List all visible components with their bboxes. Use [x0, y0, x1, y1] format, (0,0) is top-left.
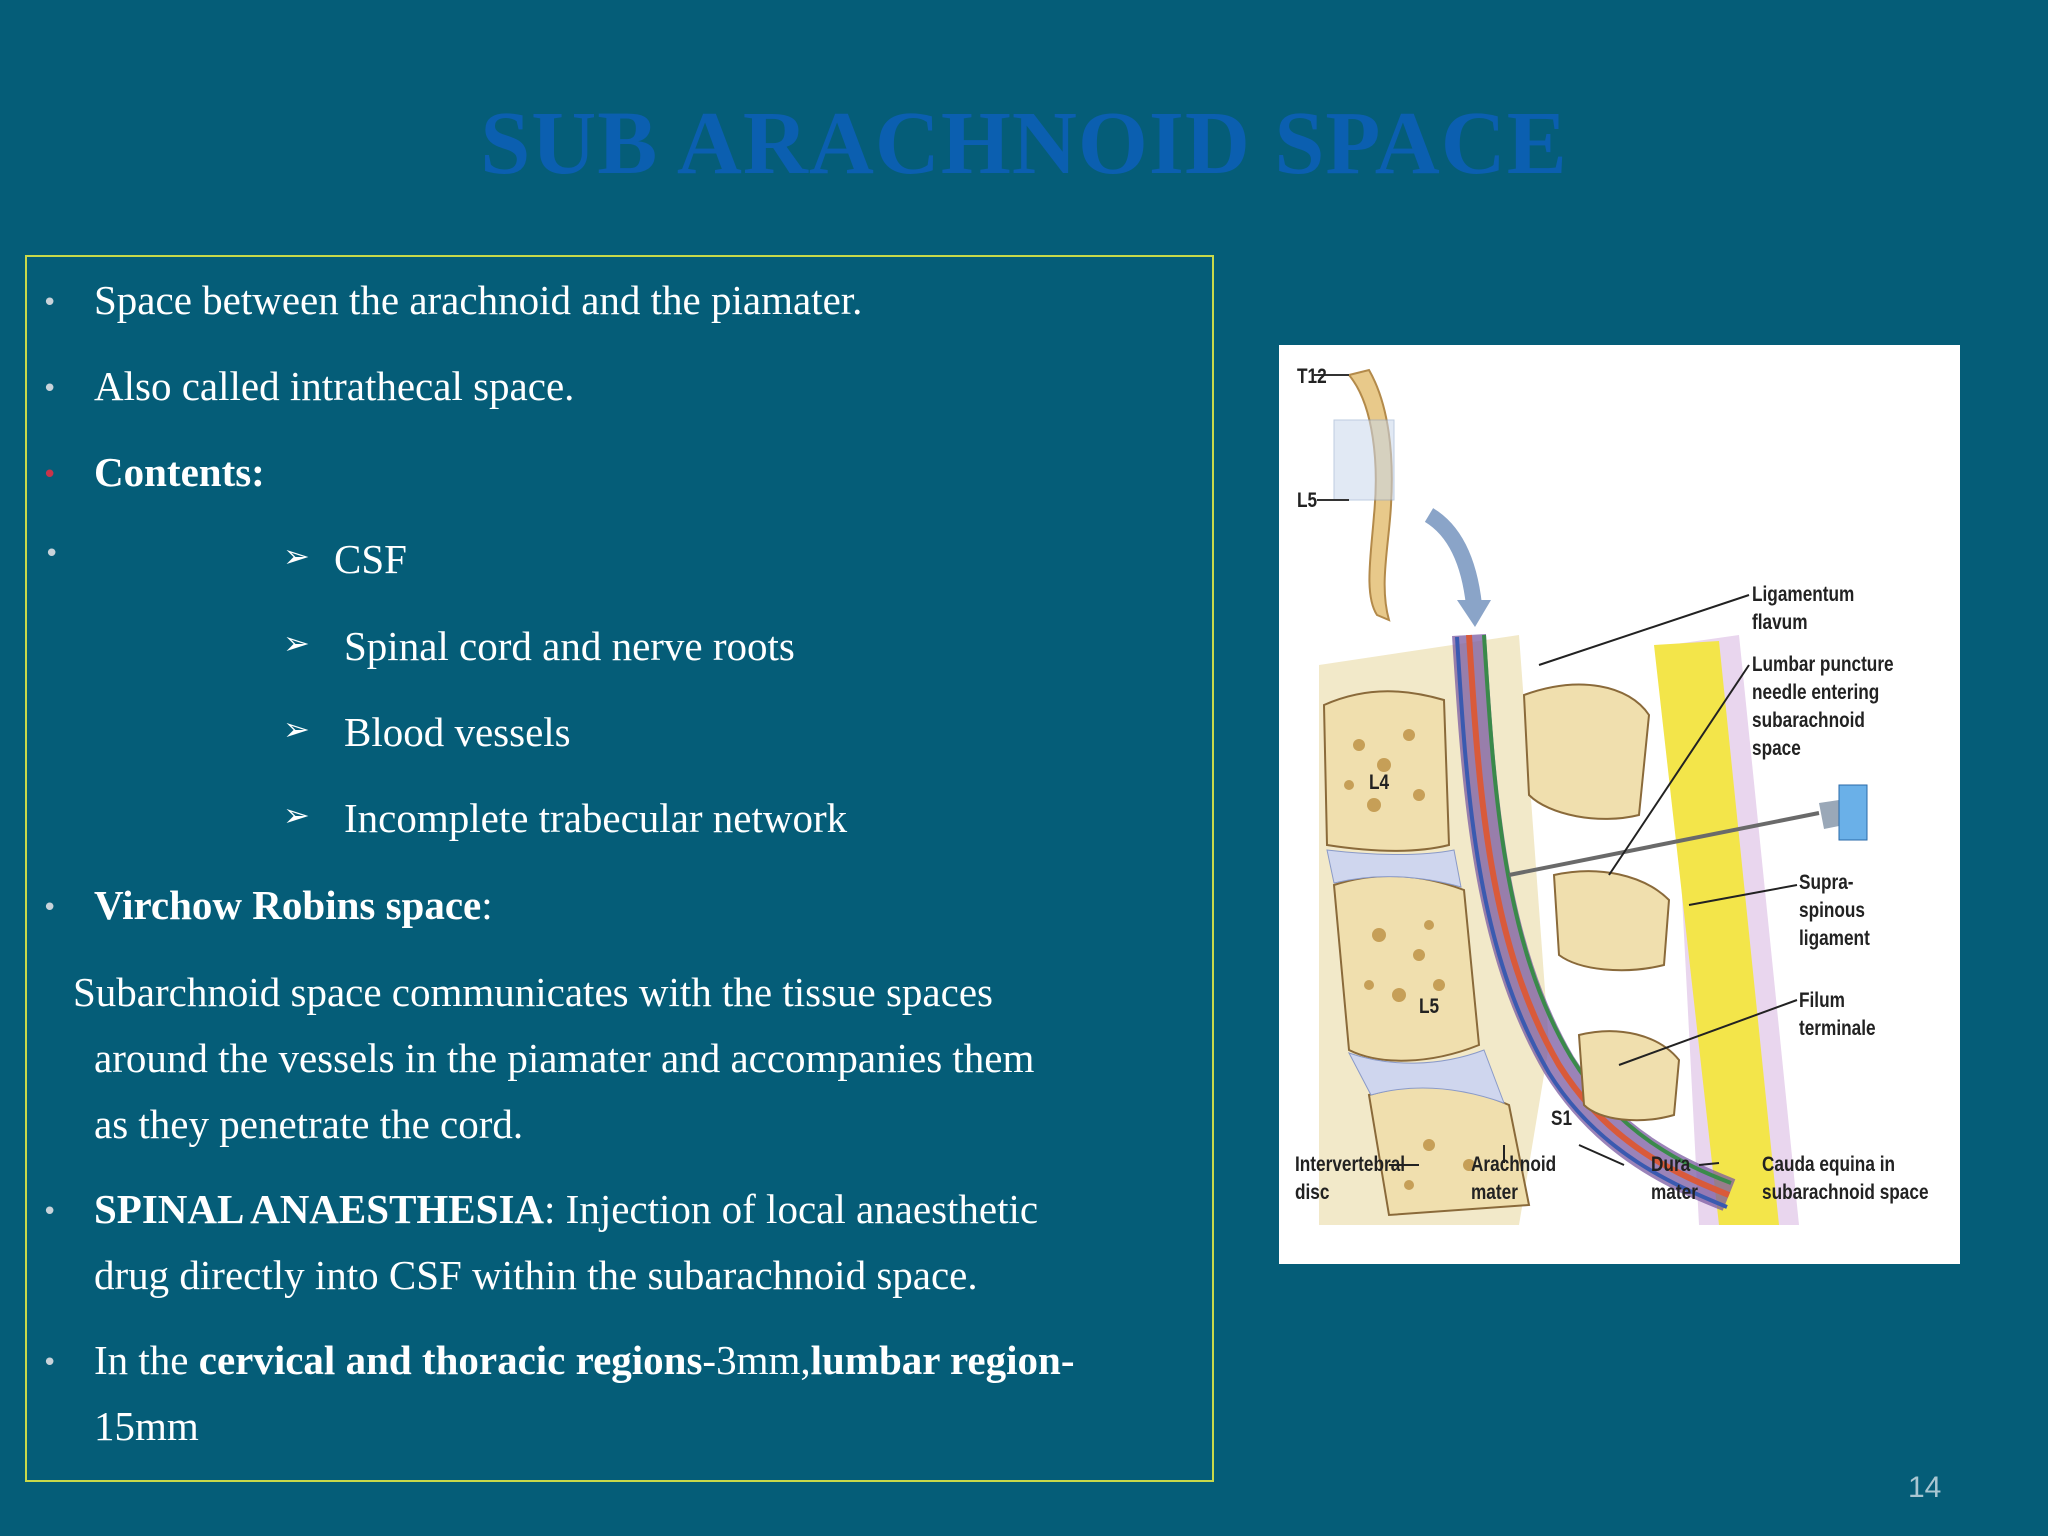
label-l5-top: L5 [1297, 489, 1318, 512]
label-s1: S1 [1551, 1107, 1573, 1130]
arrow-bullet-icon: ➢ [283, 537, 310, 575]
spinal-anaesthesia-line-2: drug directly into CSF within the subara… [94, 1252, 978, 1298]
arrow-bullet-icon: ➢ [283, 796, 310, 834]
arrow-bullet-icon: ➢ [283, 624, 310, 662]
sub-item-csf: CSF [334, 536, 407, 582]
spine-illustration [1314, 368, 1868, 1225]
slide-title: SUB ARACHNOID SPACE [480, 94, 1568, 193]
sub-item-trabecular: Incomplete trabecular network [344, 795, 848, 841]
bullet-dot: • [44, 539, 60, 569]
bullet-space-between: Space between the arachnoid and the piam… [94, 277, 863, 323]
content-box: • [25, 255, 1214, 1482]
label-l5: L5 [1419, 995, 1440, 1018]
label-l4: L4 [1369, 771, 1390, 794]
bullet-dot: • [42, 374, 58, 404]
sub-item-spinal-cord: Spinal cord and nerve roots [344, 623, 795, 669]
label-t12: T12 [1297, 365, 1327, 388]
bullet-dot: • [42, 1197, 58, 1227]
bullet-dot: • [42, 893, 58, 923]
bullet-dot-red: • [42, 460, 58, 490]
regions-line-2: 15mm [94, 1403, 199, 1449]
bullet-spinal-anaesthesia: SPINAL ANAESTHESIA: Injection of local a… [94, 1186, 1039, 1232]
virchow-line-1: Subarchnoid space communicates with the … [73, 969, 993, 1015]
arrow-bullet-icon: ➢ [283, 710, 310, 748]
bullet-dot: • [42, 288, 58, 318]
bullet-intrathecal: Also called intrathecal space. [94, 363, 575, 409]
bullet-contents-label: Contents: [94, 449, 265, 495]
bullet-virchow-label: Virchow Robins space: [94, 882, 493, 928]
bullet-regions: In the cervical and thoracic regions-3mm… [94, 1337, 1075, 1383]
virchow-line-2: around the vessels in the piamater and a… [94, 1035, 1035, 1081]
page-number: 14 [1908, 1471, 1942, 1504]
virchow-line-3: as they penetrate the cord. [94, 1101, 524, 1147]
sub-item-blood-vessels: Blood vessels [344, 709, 571, 755]
bullet-dot: • [42, 1348, 58, 1378]
